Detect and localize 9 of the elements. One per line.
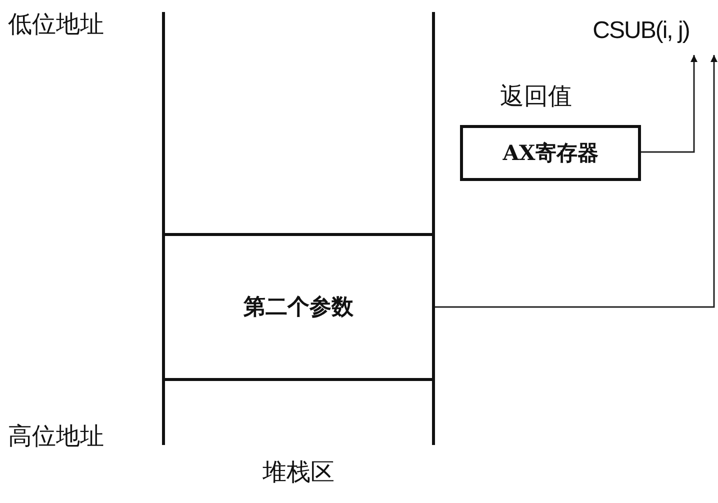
high-address-label: 高位地址 [8,422,104,452]
function-call-text: CSUB(i, j) [566,8,716,54]
stack-title: 堆栈区 [262,459,336,488]
register-box: AX寄存器 [460,125,641,181]
low-address-label: 低位地址 [8,11,104,40]
arrow [435,55,718,308]
return-value-label: 返回值 [500,83,572,112]
arrow [641,55,698,153]
stack-cell: 第二个参数 [162,233,435,381]
